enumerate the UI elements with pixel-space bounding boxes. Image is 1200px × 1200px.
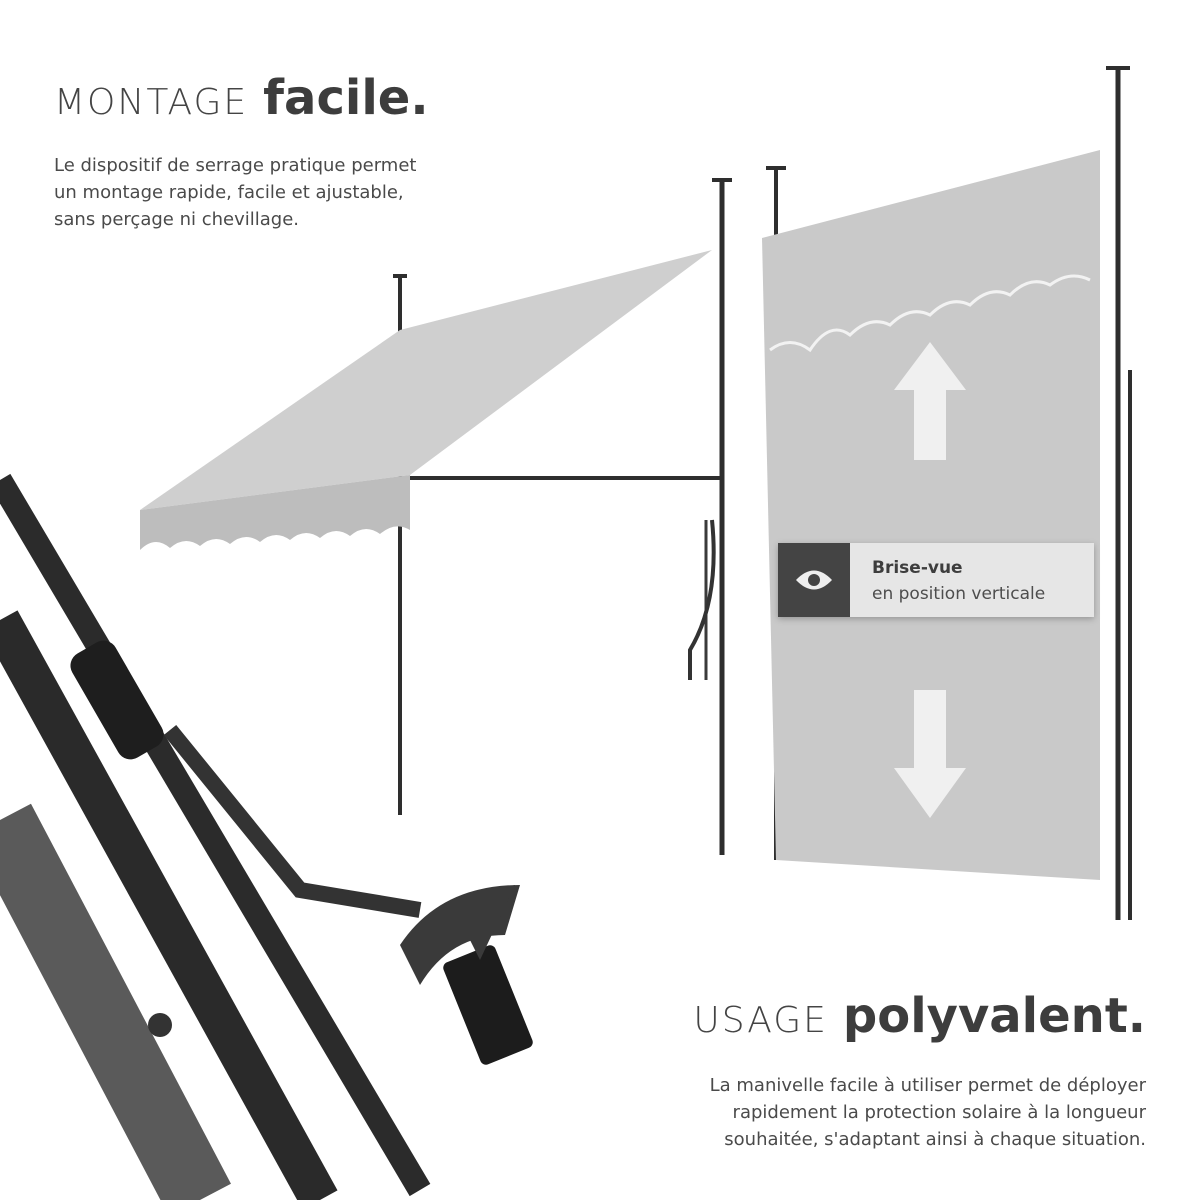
awning-vertical-illustration <box>762 66 1132 920</box>
montage-description-line: sans perçage ni chevillage. <box>54 209 299 230</box>
usage-description: La manivelle facile à utiliser permet de… <box>626 1072 1146 1153</box>
awning-extended-illustration <box>140 178 732 855</box>
montage-description-line: Le dispositif de serrage pratique permet <box>54 155 417 176</box>
montage-title-bold: facile. <box>263 70 429 126</box>
eye-icon <box>778 543 850 617</box>
crank-closeup-illustration <box>0 473 533 1200</box>
montage-title-light: MONTAGE <box>54 82 249 123</box>
badge-title: Brise-vue <box>872 558 963 578</box>
usage-title-bold: polyvalent. <box>842 988 1146 1044</box>
montage-description-line: un montage rapide, facile et ajustable, <box>54 182 404 203</box>
usage-description-line: rapidement la protection solaire à la lo… <box>732 1102 1146 1123</box>
montage-description: Le dispositif de serrage pratique permet… <box>54 152 514 233</box>
usage-title-light: USAGE <box>693 1000 828 1041</box>
usage-title: USAGE polyvalent. <box>693 988 1146 1044</box>
privacy-screen-badge: Brise-vue en position verticale <box>778 543 1094 617</box>
badge-subtitle: en position verticale <box>872 584 1046 604</box>
usage-description-line: souhaitée, s'adaptant ainsi à chaque sit… <box>724 1129 1146 1150</box>
montage-title: MONTAGE facile. <box>54 70 429 126</box>
usage-description-line: La manivelle facile à utiliser permet de… <box>709 1075 1146 1096</box>
